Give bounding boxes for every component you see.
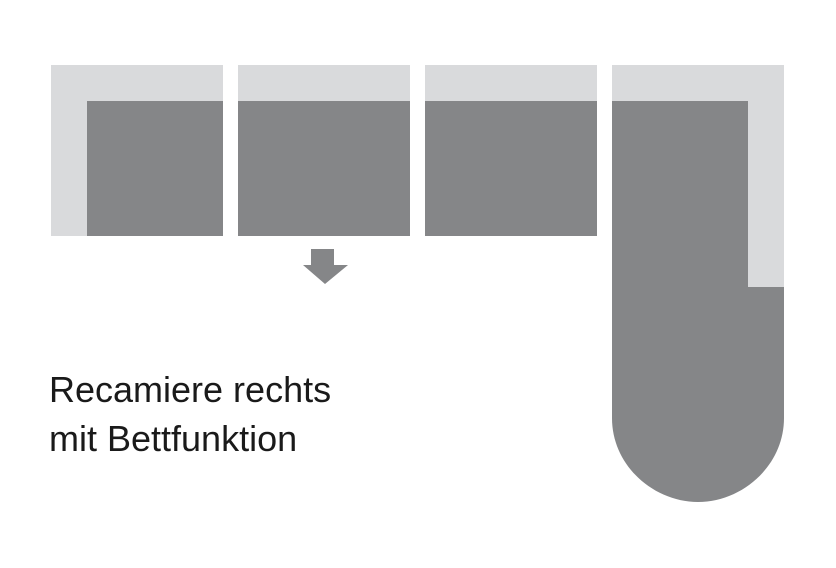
- armrest-left: [51, 65, 87, 236]
- middle-module: [425, 65, 597, 236]
- caption-line-2: mit Bettfunktion: [49, 418, 298, 459]
- caption-line-1: Recamiere rechts: [49, 369, 332, 410]
- bed-module: [238, 65, 410, 236]
- backrest: [425, 65, 597, 101]
- armrest-right: [748, 65, 784, 287]
- recamiere-seat: [612, 101, 784, 502]
- seat: [238, 101, 410, 236]
- armrest-left-module: [51, 65, 223, 236]
- backrest: [238, 65, 410, 101]
- seat: [425, 101, 597, 236]
- seat: [87, 101, 223, 236]
- arrow-down-icon: [303, 249, 348, 284]
- recamiere-right-module: [612, 65, 784, 502]
